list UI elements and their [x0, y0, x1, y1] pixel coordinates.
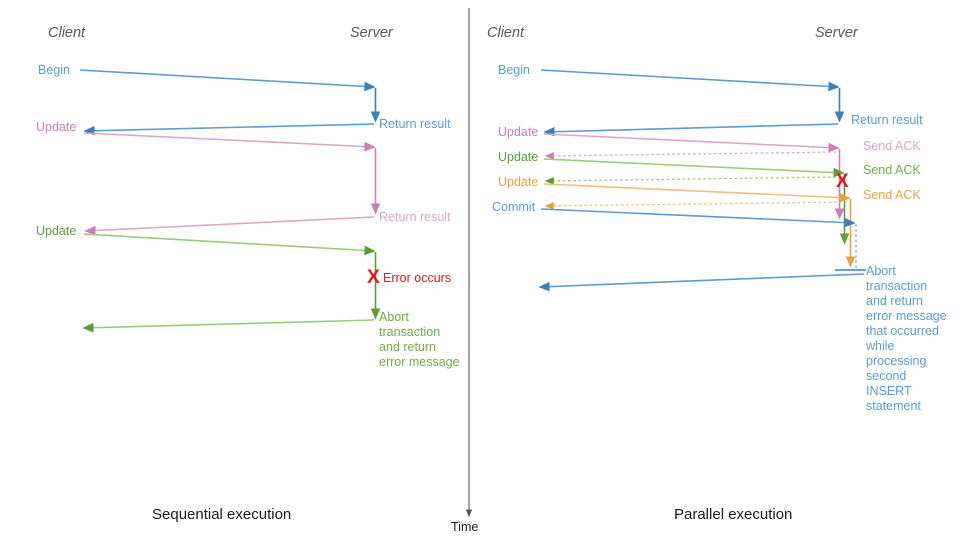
time-axis-label: Time: [451, 520, 479, 534]
caption-sequential-execution: Sequential execution: [152, 506, 292, 523]
message-label-send-ack-2-parallel: Send ACK: [863, 163, 921, 177]
arrow-p-send-ack-1: [544, 151, 837, 160]
message-label-update-1-parallel: Update: [498, 125, 539, 139]
abort-line: and return: [866, 294, 923, 308]
abort-message-block-sequential: Abort transaction and return error messa…: [379, 310, 469, 370]
message-label-begin-sequential: Begin: [38, 63, 70, 77]
actor-client-sequential: Client: [48, 25, 86, 41]
error-x-icon-parallel: X: [836, 171, 849, 192]
abort-message-block-parallel: Abort transaction and return error messa…: [866, 264, 960, 414]
message-label-update-2-parallel: Update: [498, 150, 539, 164]
arrow-update-1-request: [83, 132, 381, 215]
arrow-p-send-ack-2: [544, 176, 842, 185]
abort-line: error message: [379, 355, 460, 369]
message-label-update-3-parallel: Update: [498, 175, 539, 189]
arrow-update-2-request: [83, 233, 381, 320]
abort-line: second: [866, 369, 907, 383]
actor-server-parallel: Server: [815, 25, 858, 41]
message-label-send-ack-1-parallel: Send ACK: [863, 139, 921, 153]
arrow-p-begin-request: [540, 69, 845, 123]
abort-line: that occurred: [866, 324, 939, 338]
arrow-return-result-1: [83, 123, 375, 136]
arrow-p-update-2-request: [543, 158, 850, 245]
abort-line: while: [866, 339, 895, 353]
arrow-p-update-1-request: [543, 133, 845, 220]
sequential-panel-arrows: [79, 69, 381, 333]
abort-line: Abort: [866, 264, 896, 278]
arrow-p-update-3-request: [543, 183, 856, 268]
arrow-abort-return: [82, 319, 375, 333]
abort-line: and return: [379, 340, 436, 354]
error-x-icon-sequential: X: [367, 267, 380, 288]
arrow-p-abort-return: [538, 273, 865, 292]
message-label-begin-parallel: Begin: [498, 63, 530, 77]
message-label-return-result-2-sequential: Return result: [379, 210, 451, 224]
abort-line: Abort: [379, 310, 409, 324]
actor-server-sequential: Server: [350, 25, 393, 41]
parallel-panel-arrows: [538, 69, 866, 292]
arrow-p-send-ack-3: [544, 201, 848, 210]
message-label-update-1-sequential: Update: [36, 120, 77, 134]
abort-line: processing: [866, 354, 927, 368]
arrow-begin-request: [79, 69, 381, 123]
abort-line: statement: [866, 399, 921, 413]
arrow-return-result-2: [84, 216, 375, 236]
message-label-error-occurs-sequential: Error occurs: [383, 271, 452, 285]
abort-line: transaction: [866, 279, 928, 293]
arrow-p-return-result: [543, 123, 839, 137]
message-label-update-2-sequential: Update: [36, 224, 77, 238]
message-label-commit-parallel: Commit: [492, 200, 536, 214]
abort-line: error message: [866, 309, 947, 323]
message-label-return-result-parallel: Return result: [851, 113, 923, 127]
actor-client-parallel: Client: [487, 25, 525, 41]
arrow-p-commit-request: [540, 208, 866, 271]
abort-line: INSERT: [866, 384, 912, 398]
abort-line: transaction: [379, 325, 441, 339]
caption-parallel-execution: Parallel execution: [674, 506, 793, 523]
message-label-return-result-1-sequential: Return result: [379, 117, 451, 131]
message-label-send-ack-3-parallel: Send ACK: [863, 188, 921, 202]
